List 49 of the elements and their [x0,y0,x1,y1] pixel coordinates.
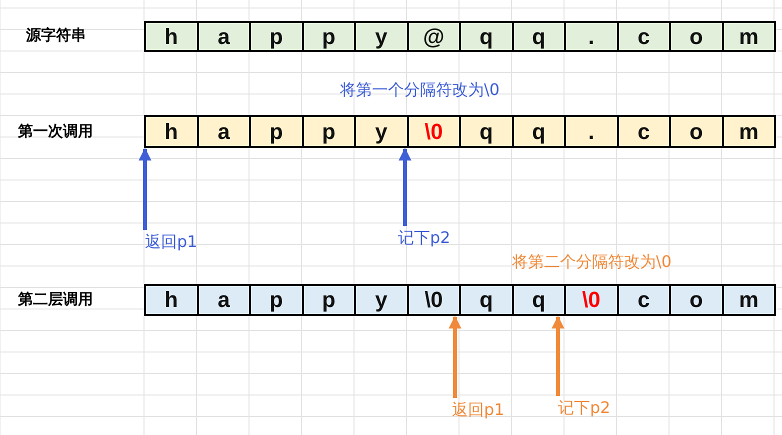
character-cell: q [459,284,514,316]
character-cell: a [196,21,251,52]
character-cell: a [196,115,251,148]
character-cell: o [669,115,724,148]
character-cell: h [144,115,198,148]
character-cell: q [459,21,514,52]
row-label: 源字符串 [26,26,86,45]
character-cell: y [354,21,408,52]
character-cell: h [144,284,198,316]
arrow [448,316,462,398]
character-cell: h [144,21,198,52]
character-cell: a [196,284,251,316]
character-cell: m [722,21,776,52]
character-cell: p [302,284,356,316]
row-label: 第一次调用 [18,122,93,141]
pointer-label: 返回p1 [145,232,198,253]
pointer-label: 记下p2 [558,398,610,419]
character-cell: c [616,284,671,316]
character-cell: m [722,284,776,316]
character-cell: o [669,284,724,316]
character-cell: q [512,115,566,148]
character-cell: y [354,115,408,148]
character-cell: m [722,115,776,148]
character-cell: c [616,21,671,52]
pointer-label: 返回p1 [452,400,504,421]
row-label: 第二层调用 [18,290,93,309]
arrow [552,316,564,396]
pointer-label: 记下p2 [398,228,450,249]
character-cell: . [564,21,618,52]
character-cell: p [302,115,356,148]
character-cell: o [669,21,724,52]
character-cell: p [302,21,356,52]
character-cell: p [249,284,304,316]
note-text: 将第二个分隔符改为\0 [512,252,672,273]
character-cell: q [512,284,566,316]
character-cell: c [616,115,671,148]
character-cell: p [249,21,304,52]
arrow [138,148,152,230]
character-cell: @ [406,21,461,52]
character-cell: \0 [406,284,461,316]
character-cell: q [512,21,566,52]
character-cell: . [564,115,618,148]
character-cell: q [459,115,514,148]
character-cell: y [354,284,408,316]
note-text: 将第一个分隔符改为\0 [340,80,500,101]
character-cell: p [249,115,304,148]
character-cell: \0 [564,284,618,316]
character-cell: \0 [406,115,461,148]
arrow [398,148,412,226]
